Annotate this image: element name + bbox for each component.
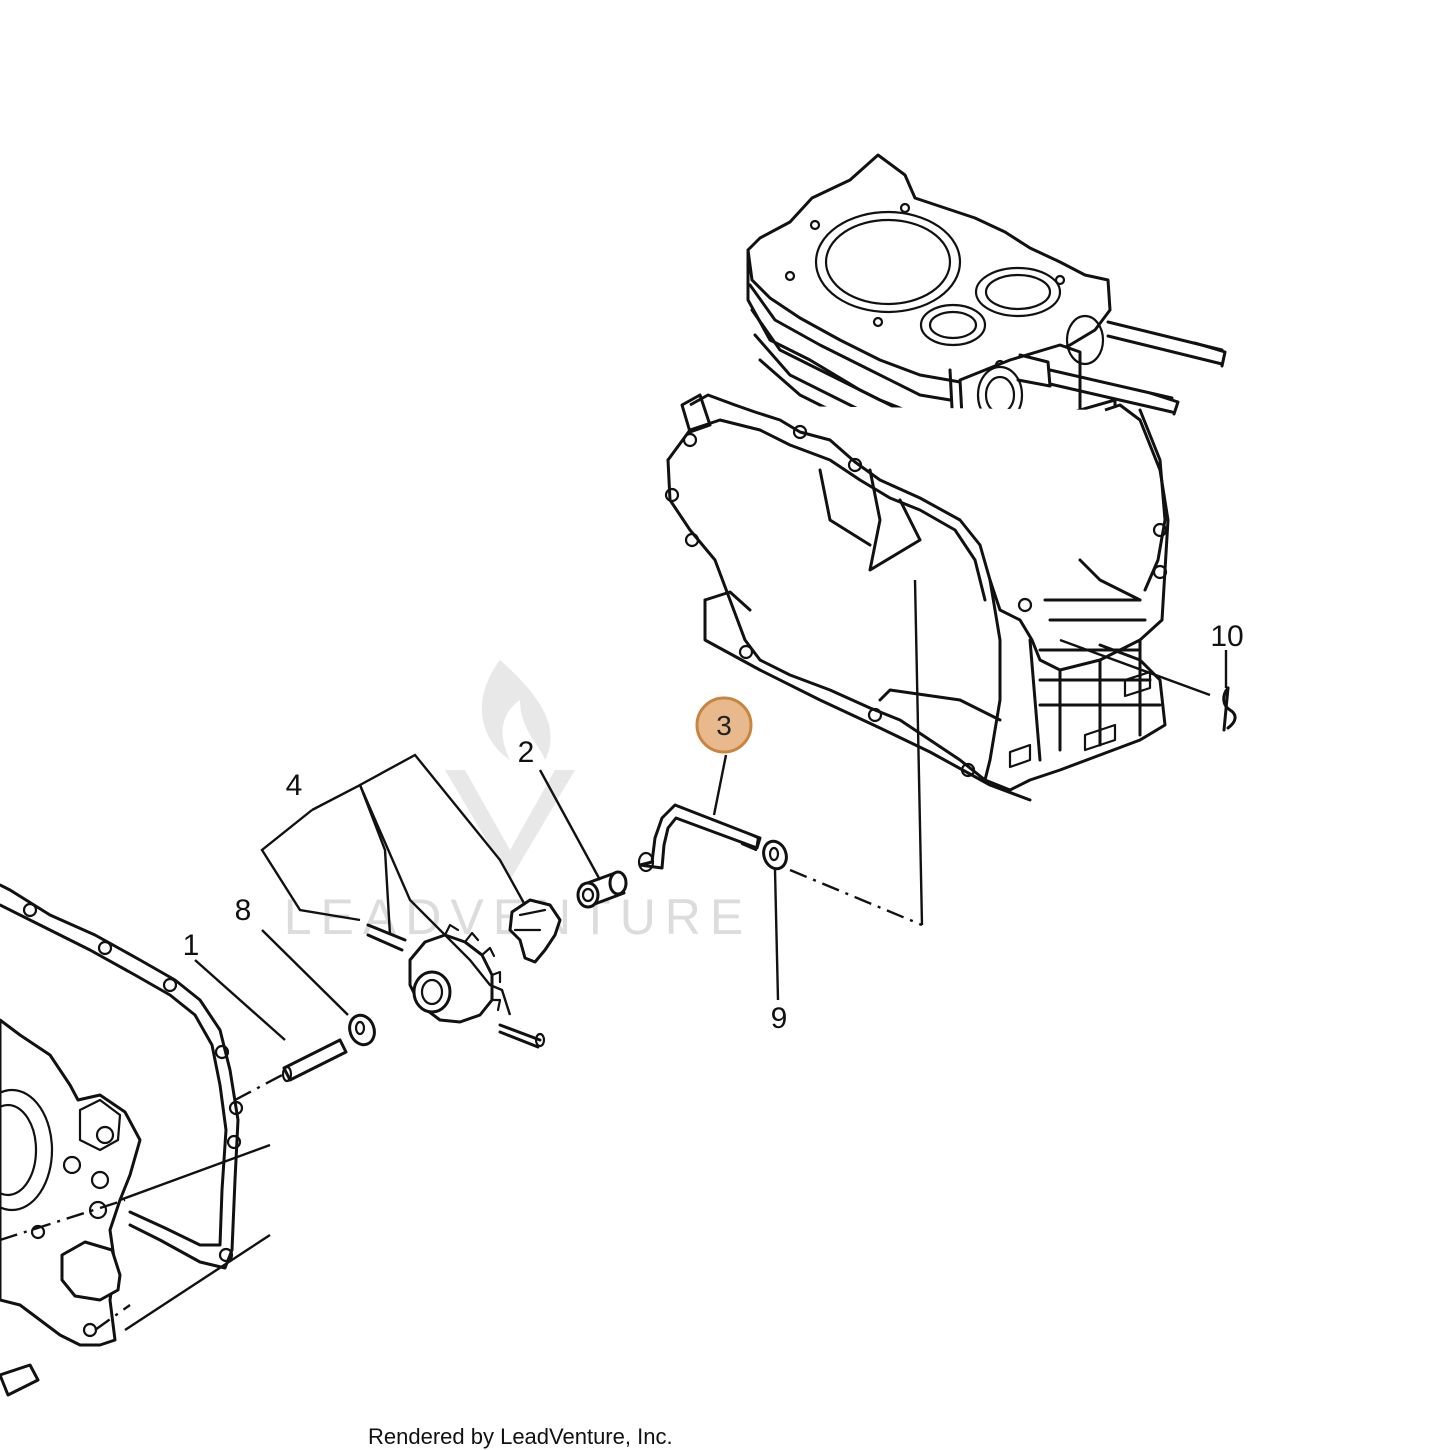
part-9-washer xyxy=(762,839,788,871)
callout-10[interactable]: 10 xyxy=(1210,620,1243,653)
callout-9[interactable]: 9 xyxy=(771,1002,788,1035)
part-10-clip xyxy=(1222,686,1237,732)
part-2-bushing xyxy=(576,870,628,909)
callout-4[interactable]: 4 xyxy=(286,769,303,802)
part-4-governor-gear xyxy=(366,898,562,1049)
watermark-logo-icon xyxy=(445,660,575,880)
callout-labels: 1 2 4 8 9 10 3 xyxy=(183,620,1244,1035)
callout-1[interactable]: 1 xyxy=(183,929,200,962)
crankcase-cover xyxy=(0,883,271,1397)
part-1-pin xyxy=(234,1038,348,1102)
callout-8[interactable]: 8 xyxy=(235,894,252,927)
part-3-governor-shaft xyxy=(637,803,762,873)
highlight-circle xyxy=(695,696,753,754)
footer-credit: Rendered by LeadVenture, Inc. xyxy=(368,1424,673,1449)
callout-3[interactable]: 3 xyxy=(716,710,732,741)
callout-2[interactable]: 2 xyxy=(518,736,535,769)
part-8-washer xyxy=(348,1013,376,1047)
watermark: LEADVENTURE xyxy=(284,660,743,945)
leader-lines xyxy=(194,579,1228,1041)
callout-3-highlighted[interactable]: 3 xyxy=(695,696,753,754)
cylinder-block xyxy=(664,153,1227,802)
